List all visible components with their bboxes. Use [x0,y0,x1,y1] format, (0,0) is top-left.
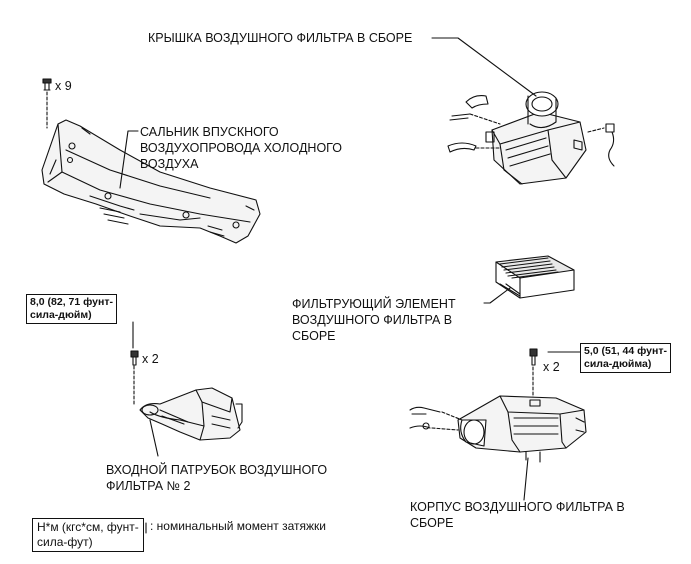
filter-element-label: ФИЛЬТРУЮЩИЙ ЭЛЕМЕНТ ВОЗДУШНОГО ФИЛЬТРА В… [292,297,456,343]
clip-icon [42,78,52,91]
air-filter-cap [485,91,587,185]
inlet-bolt-icon [130,350,139,366]
air-filter-cap-label: КРЫШКА ВОЗДУШНОГО ФИЛЬТРА В СБОРЕ [148,31,413,45]
element-leader-line [483,287,511,304]
cap-leader-line [431,37,537,97]
case-leader-line [523,457,529,501]
case-torque-box: 5,0 (51, 44 фунт- сила-дюйма) [580,343,671,373]
filter-element [495,255,575,299]
filter-case-label: КОРПУС ВОЗДУШНОГО ФИЛЬТРА В СБОРЕ [410,500,625,530]
case-bolt-icon [529,348,538,366]
air-filter-case [457,395,587,463]
seal-clip-quantity: x 9 [55,79,72,93]
inlet-torque-box: 8,0 (82, 71 фунт- сила-дюйм) [26,294,117,324]
legend-description: : номинальный момент затяжки [150,519,326,533]
inlet-leader-line [149,419,159,457]
cold-air-seal-label: САЛЬНИК ВПУСКНОГО ВОЗДУХОПРОВОДА ХОЛОДНО… [140,125,342,171]
breather-hoses [447,95,615,167]
cold-air-seal-panel [41,119,261,244]
inlet-pipe-label: ВХОДНОЙ ПАТРУБОК ВОЗДУШНОГО ФИЛЬТРА № 2 [106,463,328,493]
inlet-bolt-quantity: x 2 [142,352,159,366]
air-inlet-pipe [139,387,243,441]
seal-leader-line [119,130,139,189]
legend-unit-box: Н*м (кгс*см, фунт- сила-фут) [32,518,144,552]
case-bolt-quantity: x 2 [543,360,560,374]
case-hoses [409,406,463,431]
